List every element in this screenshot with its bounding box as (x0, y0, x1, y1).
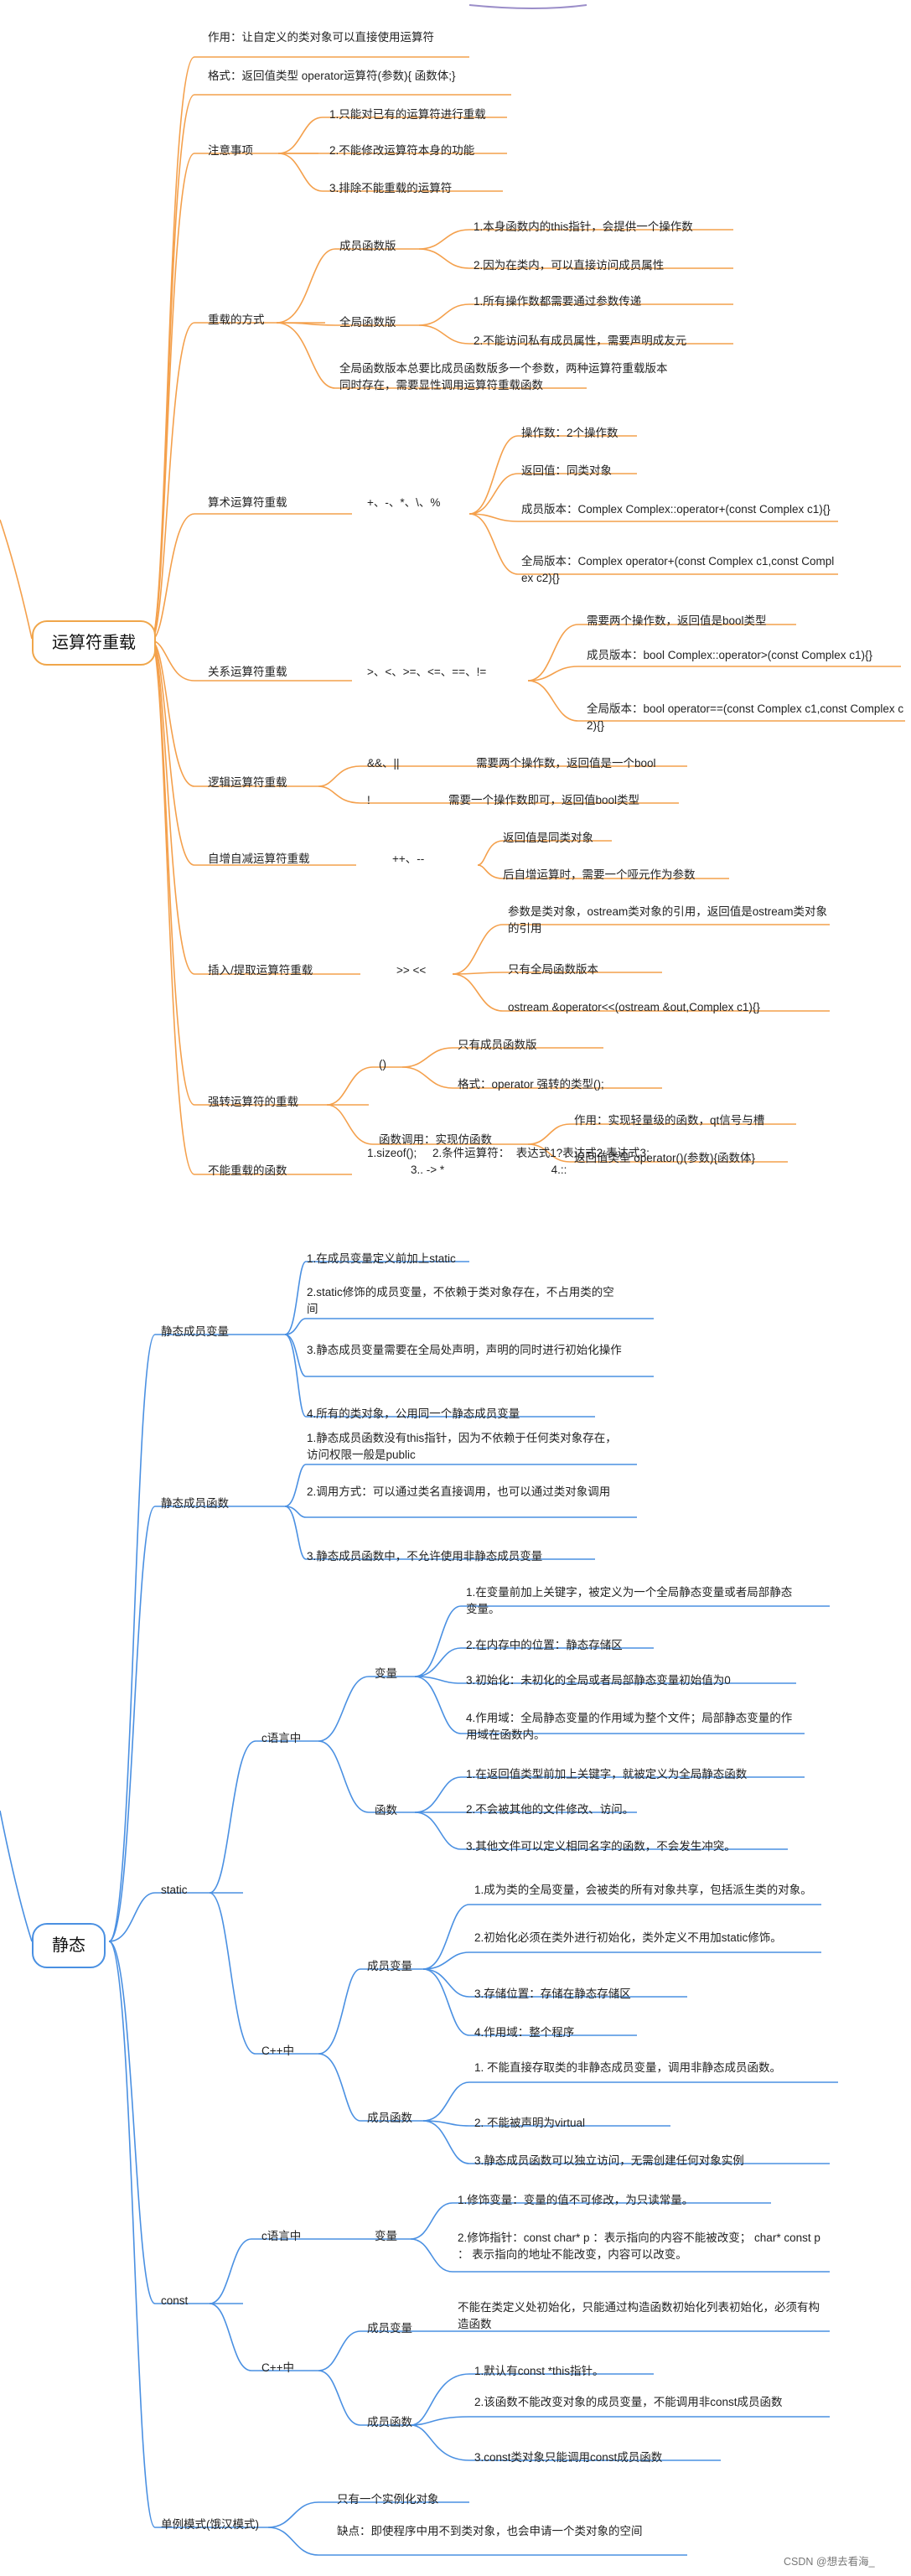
st-static-c-func-3: 3.其他文件可以定义相同名字的函数，不会发生冲突。 (466, 1840, 736, 1853)
op-cast-title: 强转运算符的重载 (208, 1096, 298, 1108)
op-arith-2: 返回值：同类对象 (521, 464, 612, 477)
st-const-cpp-func-3: 3.const类对象只能调用const成员函数 (474, 2451, 663, 2464)
st-svar-3: 3.静态成员变量需要在全局处声明，声明的同时进行初始化操作 (307, 1344, 622, 1356)
st-sfunc-3: 3.静态成员函数中，不允许使用非静态成员变量 (307, 1550, 543, 1563)
st-static-cpp-func-1: 1. 不能直接存取类的非静态成员变量，调用非静态成员函数。 (474, 2061, 782, 2074)
op-arith-ops: +、-、*、\、% (367, 496, 441, 509)
st-singleton-1: 只有一个实例化对象 (337, 2493, 439, 2506)
st-static-c-var-1: 1.在变量前加上关键字，被定义为一个全局静态变量或者局部静态变量。 (466, 1586, 793, 1615)
st-const-cpp-var: 成员变量 (367, 2322, 412, 2335)
op-cast-paren-2: 格式：operator 强转的类型(); (458, 1078, 604, 1091)
op-cannot-line1: 1.sizeof(); 2.条件运算符： 表达式1?表达式2:表达式3; (367, 1147, 650, 1159)
op-cast-functor: 函数调用：实现仿函数 (379, 1133, 492, 1146)
op-ways-title: 重载的方式 (208, 314, 265, 326)
op-incdec-ops: ++、-- (392, 853, 425, 865)
op-cast-paren-1: 只有成员函数版 (458, 1039, 537, 1051)
st-static-c-var-3: 3.初始化：未初化的全局或者局部静态变量初始值为0 (466, 1674, 731, 1687)
st-static-cpp-var-3: 3.存储位置：存储在静态存储区 (474, 1988, 631, 2000)
op-logic-and-op: &&、|| (367, 757, 400, 770)
st-const-cpp-func-2: 2.该函数不能改变对象的成员变量，不能调用非const成员函数 (474, 2396, 783, 2408)
st-static-c-var-4: 4.作用域：全局静态变量的作用域为整个文件；局部静态变量的作用域在函数内。 (466, 1712, 793, 1741)
st-static-c-func-1: 1.在返回值类型前加上关键字，就被定义为全局静态函数 (466, 1768, 748, 1780)
op-ways-global-title: 全局函数版 (339, 316, 396, 329)
op-purpose: 作用：让自定义的类对象可以直接使用运算符 (208, 31, 434, 44)
op-cast-functor-1: 作用：实现轻量级的函数，qt信号与槽 (574, 1114, 765, 1127)
st-static-c-title: c语言中 (261, 1732, 302, 1744)
op-relation-ops: >、<、>=、<=、==、!= (367, 666, 487, 678)
op-incdec-1: 返回值是同类对象 (503, 832, 593, 844)
st-static-cpp-func-3: 3.静态成员函数可以独立访问，无需创建任何对象实例 (474, 2154, 744, 2167)
op-ways-global-1: 1.所有操作数都需要通过参数传递 (474, 295, 642, 308)
op-stream-2: 只有全局函数版本 (508, 963, 598, 976)
st-const-c-var: 变量 (375, 2230, 397, 2242)
st-svar-2: 2.static修饰的成员变量，不依赖于类对象存在，不占用类的空间 (307, 1286, 614, 1315)
op-relation-3: 全局版本：bool operator==(const Complex c1,co… (587, 702, 904, 732)
root-operator-overload[interactable]: 运算符重载 (32, 620, 156, 666)
root-static[interactable]: 静态 (32, 1923, 106, 1968)
op-ways-note: 全局函数版本总要比成员函数版多一个参数，两种运算符重载版本同时存在，需要显性调用… (339, 362, 668, 391)
st-static-cpp-var-2: 2.初始化必须在类外进行初始化，类外定义不用加static修饰。 (474, 1931, 782, 1944)
op-relation-title: 关系运算符重载 (208, 666, 287, 678)
st-static-c-var-title: 变量 (375, 1667, 397, 1680)
op-arith-4: 全局版本：Complex operator+(const Complex c1,… (521, 555, 835, 584)
watermark: CSDN @想去看海_ (784, 2556, 875, 2568)
op-stream-title: 插入/提取运算符重载 (208, 964, 313, 977)
op-stream-ops: >> << (396, 964, 427, 977)
op-logic-title: 逻辑运算符重载 (208, 776, 287, 789)
op-cannot-title: 不能重载的函数 (208, 1164, 287, 1177)
op-stream-1: 参数是类对象，ostream类对象的引用，返回值是ostream类对象的引用 (508, 905, 828, 935)
st-sfunc-title: 静态成员函数 (161, 1497, 229, 1510)
st-svar-4: 4.所有的类对象，公用同一个静态成员变量 (307, 1407, 520, 1420)
op-arith-1: 操作数：2个操作数 (521, 427, 619, 439)
op-note-2: 2.不能修改运算符本身的功能 (329, 144, 475, 157)
st-static-cpp-func-title: 成员函数 (367, 2112, 412, 2124)
st-const-title: const (161, 2294, 189, 2307)
op-ways-member-2: 2.因为在类内，可以直接访问成员属性 (474, 259, 665, 272)
st-static-c-var-2: 2.在内存中的位置：静态存储区 (466, 1639, 623, 1651)
op-logic-and-desc: 需要两个操作数，返回值是一个bool (476, 757, 656, 770)
op-note-1: 1.只能对已有的运算符进行重载 (329, 108, 486, 121)
st-const-cpp-func: 成员函数 (367, 2416, 412, 2428)
st-static-title: static (161, 1884, 188, 1896)
op-arith-title: 算术运算符重载 (208, 496, 287, 509)
st-svar-title: 静态成员变量 (161, 1325, 229, 1338)
st-const-c-title: c语言中 (261, 2230, 302, 2242)
st-static-cpp-title: C++中 (261, 2045, 295, 2057)
st-static-cpp-func-2: 2. 不能被声明为virtual (474, 2117, 586, 2129)
st-const-c-1: 1.修饰变量：变量的值不可修改，为只读常量。 (458, 2194, 694, 2206)
st-singleton-2: 缺点：即使程序中用不到类对象，也会申请一个类对象的空间 (337, 2525, 643, 2537)
op-cast-paren: () (379, 1058, 386, 1070)
op-incdec-title: 自增自减运算符重载 (208, 853, 310, 865)
st-static-cpp-var-4: 4.作用域：整个程序 (474, 2026, 575, 2039)
st-sfunc-1: 1.静态成员函数没有this指针，因为不依赖于任何类对象存在，访问权限一般是pu… (307, 1432, 617, 1461)
op-cannot-line2: 3.. -> * 4.:: (411, 1164, 567, 1176)
st-singleton-title: 单例模式(饿汉模式) (161, 2518, 259, 2531)
op-ways-member-title: 成员函数版 (339, 240, 396, 252)
op-logic-not-op: ! (367, 794, 370, 806)
op-relation-2: 成员版本：bool Complex::operator>(const Compl… (587, 649, 873, 661)
op-ways-global-2: 2.不能访问私有成员属性，需要声明成友元 (474, 334, 687, 347)
st-const-cpp-var-item: 不能在类定义处初始化，只能通过构造函数初始化列表初始化，必须有构造函数 (458, 2301, 820, 2330)
st-sfunc-2: 2.调用方式：可以通过类名直接调用，也可以通过类对象调用 (307, 1485, 611, 1498)
op-cast-functor-2: 返回值类型 operator()(参数){函数体} (574, 1152, 756, 1164)
op-format: 格式：返回值类型 operator运算符(参数){ 函数体;} (208, 70, 456, 82)
op-logic-not-desc: 需要一个操作数即可，返回值bool类型 (448, 794, 640, 806)
st-const-cpp-func-1: 1.默认有const *this指针。 (474, 2365, 604, 2377)
st-const-cpp-title: C++中 (261, 2361, 295, 2374)
op-stream-3: ostream &operator<<(ostream &out,Complex… (508, 1001, 760, 1013)
st-static-c-func-2: 2.不会被其他的文件修改、访问。 (466, 1803, 634, 1816)
st-static-c-func-title: 函数 (375, 1804, 397, 1817)
op-arith-3: 成员版本：Complex Complex::operator+(const Co… (521, 503, 831, 516)
op-notes-title: 注意事项 (208, 144, 253, 157)
op-note-3: 3.排除不能重载的运算符 (329, 182, 453, 194)
op-ways-member-1: 1.本身函数内的this指针，会提供一个操作数 (474, 220, 693, 233)
st-static-cpp-var-1: 1.成为类的全局变量，会被类的所有对象共享，包括派生类的对象。 (474, 1884, 812, 1896)
st-svar-1: 1.在成员变量定义前加上static (307, 1252, 456, 1265)
st-static-cpp-var-title: 成员变量 (367, 1960, 412, 1972)
op-relation-1: 需要两个操作数，返回值是bool类型 (587, 614, 767, 627)
st-const-c-2: 2.修饰指针：const char* p ：表示指向的内容不能被改变； char… (458, 2231, 820, 2261)
op-incdec-2: 后自增运算时，需要一个哑元作为参数 (503, 868, 696, 881)
